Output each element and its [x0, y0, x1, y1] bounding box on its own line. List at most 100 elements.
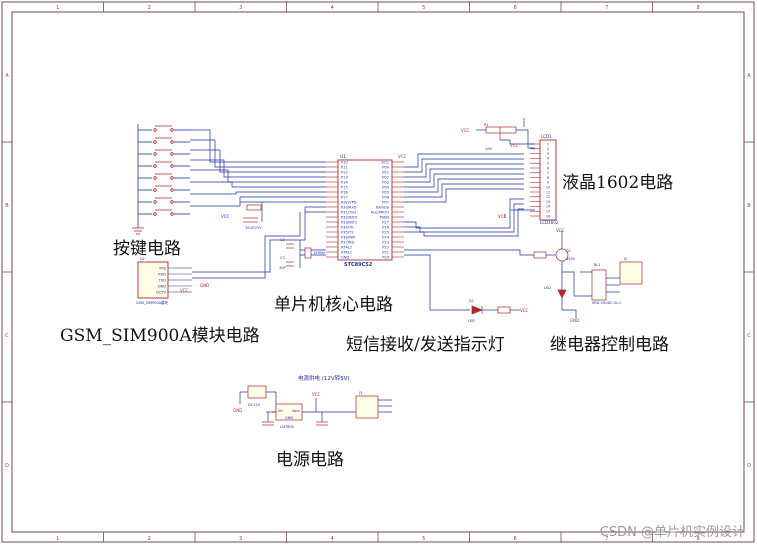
- frame-col-label: 2: [148, 536, 151, 542]
- frame-row-label: A: [5, 73, 9, 79]
- mcu-pin-label: EA/Vpp: [376, 205, 390, 209]
- lcd-pin-label: 7: [547, 171, 549, 175]
- mcu-pin-label: XTAL2: [341, 245, 352, 249]
- mcu-pin-label: P12: [341, 170, 348, 174]
- svg-text:30P: 30P: [279, 266, 286, 270]
- mcu-pin-label: P03: [382, 180, 389, 184]
- gsm-pin-label: TXD: [158, 278, 167, 282]
- frame-col-label: 3: [239, 5, 242, 11]
- frame-row-label: A: [747, 73, 751, 79]
- lcd-pin-label: 8: [547, 176, 549, 180]
- mcu-pin-label: GND: [341, 255, 349, 259]
- svg-text:VCC: VCC: [520, 308, 529, 313]
- svg-text:12MHz: 12MHz: [313, 251, 325, 255]
- lcd-pin-label: 1: [547, 142, 549, 146]
- key-contact: [153, 152, 157, 156]
- mcu-pin-label: P35/T1: [341, 230, 353, 234]
- svg-text:SRD-05VDC-SL-C: SRD-05VDC-SL-C: [592, 301, 622, 305]
- key-contact: [153, 140, 157, 144]
- mcu-pin-label: P22: [382, 245, 389, 249]
- gsm-chip-name: GSM_SIM900A模块: [136, 300, 169, 305]
- mcu-pin-label: P33/INT1: [341, 220, 357, 224]
- frame-col-label: 7: [605, 536, 608, 542]
- frame-col-label: 5: [422, 536, 425, 542]
- svg-text:RL1: RL1: [594, 263, 601, 267]
- key-contact: [170, 128, 174, 132]
- mcu-pin-label: P36/WR: [341, 235, 356, 239]
- svg-text:10K: 10K: [485, 147, 492, 151]
- mcu-pin-label: P30/RxD: [341, 205, 357, 209]
- mcu-pin-label: P17: [341, 195, 348, 199]
- key-contact: [170, 152, 174, 156]
- frame-row-label: C: [5, 333, 9, 339]
- power-title: 电源供电 (12V转5V): [298, 374, 350, 382]
- mcu-pin-label: P04: [382, 185, 389, 189]
- frame-col-label: 7: [605, 5, 608, 11]
- svg-text:VCC: VCC: [498, 214, 507, 219]
- svg-text:LCD1: LCD1: [541, 134, 552, 139]
- lcd-pin-label: 16: [546, 214, 550, 218]
- svg-text:R1: R1: [484, 123, 489, 127]
- key-contact: [170, 200, 174, 204]
- mcu-pin-label: RST/VPD: [341, 200, 357, 204]
- svg-text:VCC: VCC: [510, 143, 519, 148]
- lcd-pin-label: 2: [547, 147, 549, 151]
- mcu-pin-label: P26: [382, 225, 389, 229]
- watermark: CSDN @单片机实例设计: [599, 525, 745, 540]
- svg-text:J3: J3: [358, 391, 362, 395]
- svg-text:LED: LED: [544, 286, 551, 290]
- mcu-pin-label: P06: [382, 195, 389, 199]
- svg-text:Q1: Q1: [566, 249, 571, 253]
- mcu-pin-label: VCC: [382, 160, 390, 164]
- label-lcd: 液晶1602电路: [562, 173, 673, 193]
- mcu-pin-label: P34/T0: [341, 225, 354, 229]
- mcu-pin-label: P32/INT0: [341, 215, 358, 219]
- power-supply-circuit: 电源供电 (12V转5V) GND DC12V Vin Vout GND LM7…: [233, 374, 392, 429]
- lcd-pin-label: 9: [547, 181, 549, 185]
- label-relay: 继电器控制电路: [550, 335, 669, 355]
- svg-text:Vout: Vout: [292, 409, 300, 413]
- svg-text:10uF/25V: 10uF/25V: [245, 226, 262, 230]
- relay-control-circuit: VCC Q1 8550 LED GND RL1 SRD-05VDC-SL-C J…: [533, 228, 643, 323]
- frame-col-label: 6: [514, 536, 517, 542]
- label-mcu: 单片机核心电路: [274, 295, 393, 315]
- gsm-pin-label: GND: [158, 284, 166, 288]
- key-contact: [153, 188, 157, 192]
- lcd-pin-label: 12: [546, 195, 550, 199]
- frame-col-label: 8: [697, 536, 700, 542]
- frame-col-label: 8: [697, 5, 700, 11]
- mcu-pin-label: P24: [382, 235, 389, 239]
- svg-text:GND: GND: [285, 416, 293, 420]
- gsm-pin-label: RXD: [158, 272, 166, 276]
- frame-col-label: 1: [56, 536, 59, 542]
- lcd-name: LCD1602: [540, 220, 559, 225]
- svg-text:VCC: VCC: [556, 228, 565, 233]
- frame-col-label: 3: [239, 536, 242, 542]
- mcu-pin-label: XTAL1: [341, 250, 352, 254]
- lcd-pin-label: 11: [546, 190, 550, 194]
- mcu-pin-label: PSEN: [380, 215, 390, 219]
- svg-text:Vin: Vin: [278, 409, 284, 413]
- svg-text:U2: U2: [140, 257, 145, 261]
- mcu-pin-label: P37/RD: [341, 240, 354, 244]
- lcd-pin-label: 6: [547, 166, 549, 170]
- lcd-pin-label: 15: [546, 210, 550, 214]
- mcu-pin-label: P05: [382, 190, 389, 194]
- mcu-pin-label: P25: [382, 230, 389, 234]
- mcu-pin-label: P02: [382, 175, 389, 179]
- frame-col-label: 5: [422, 5, 425, 11]
- lcd-connector: [539, 139, 557, 221]
- lcd-pin-label: 3: [547, 152, 549, 156]
- mcu-chip-body: [337, 159, 393, 261]
- frame-row-label: B: [747, 203, 751, 209]
- svg-text:GND: GND: [233, 408, 242, 413]
- svg-text:8550: 8550: [566, 257, 575, 261]
- svg-text:D1: D1: [469, 299, 474, 303]
- mcu-pin-label: P07: [382, 200, 389, 204]
- mcu-pin-label: P10: [341, 160, 348, 164]
- label-power: 电源电路: [276, 450, 344, 470]
- svg-text:VCC: VCC: [180, 288, 189, 293]
